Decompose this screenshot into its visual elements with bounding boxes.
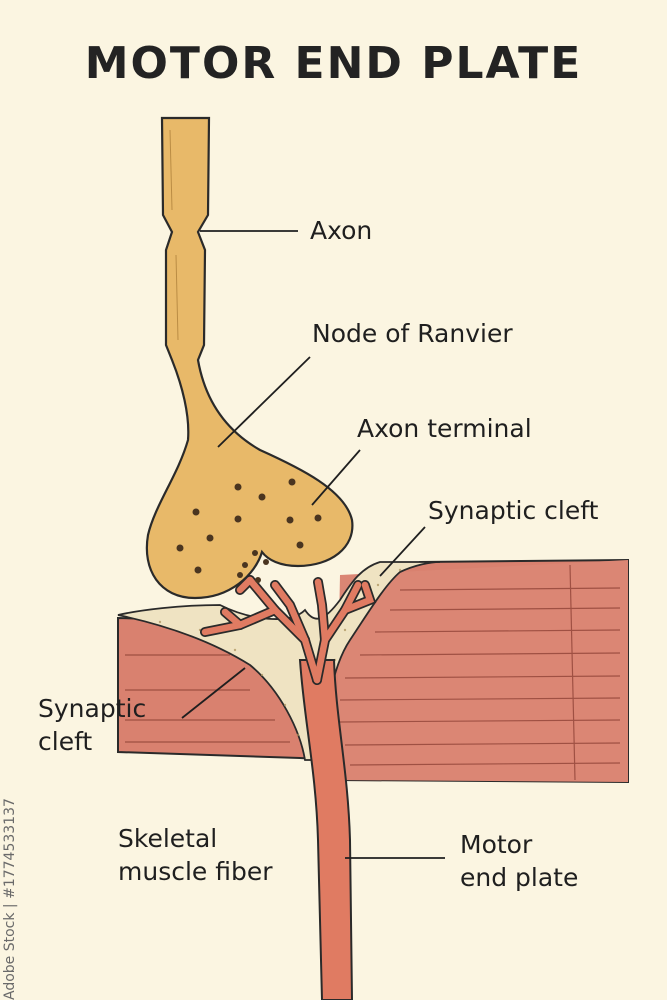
- axon-and-terminal: [145, 116, 354, 600]
- label-skeletal-muscle-fiber: Skeletal muscle fiber: [118, 824, 273, 886]
- label-node-of-ranvier: Node of Ranvier: [312, 319, 513, 348]
- page-title: MOTOR END PLATE: [84, 38, 583, 89]
- watermark-text: Adobe Stock | #1774533137: [2, 798, 18, 1000]
- end-plate-branches-fill: [201, 576, 375, 684]
- label-synaptic-cleft-left: Synaptic cleft: [38, 694, 147, 756]
- label-axon-terminal: Axon terminal: [357, 414, 532, 443]
- motor-nerve-trunk: [298, 659, 354, 1000]
- leader-node-of-ranvier: [217, 356, 311, 448]
- leader-lines: [181, 230, 445, 859]
- label-synaptic-cleft-right: Synaptic cleft: [428, 496, 599, 525]
- axon-shape: [145, 116, 354, 600]
- label-axon: Axon: [310, 216, 373, 245]
- leader-synaptic-cleft-right: [379, 526, 426, 577]
- synaptic-vesicles: [176, 478, 322, 583]
- leader-axon-terminal: [311, 449, 361, 506]
- leader-synaptic-cleft-left: [181, 667, 246, 719]
- skeletal-muscle-fiber: [117, 558, 629, 784]
- label-motor-end-plate: Motor end plate: [460, 830, 579, 892]
